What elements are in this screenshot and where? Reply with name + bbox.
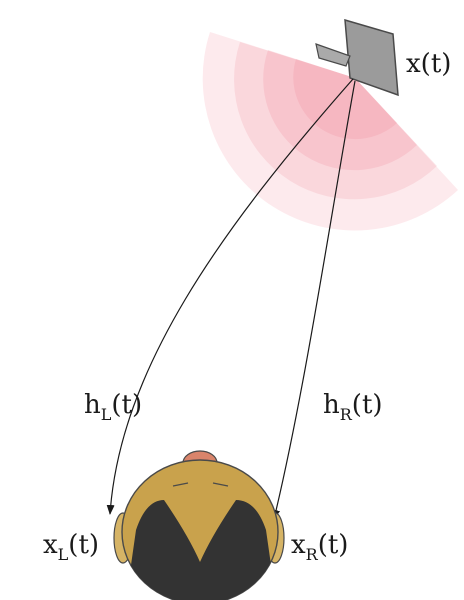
x-left-main: x [43, 530, 58, 560]
left-path-arrow [106, 78, 354, 515]
brow-left [172, 482, 189, 487]
hair [126, 500, 276, 600]
h-right-label: hR(t) [323, 390, 383, 424]
h-left-main: h [84, 390, 101, 420]
sound-wave-ring-4 [293, 59, 397, 140]
x-right-arg: (t) [318, 530, 349, 560]
x-left-sub: L [58, 545, 69, 564]
listener-head-icon [113, 450, 285, 600]
h-right-main: h [323, 390, 340, 420]
source-label-arg: (t) [421, 49, 452, 79]
x-right-main: x [291, 530, 306, 560]
loudspeaker-icon [315, 18, 399, 97]
source-label: x(t) [406, 49, 451, 79]
x-left-arg: (t) [68, 530, 99, 560]
h-right-sub: R [340, 405, 353, 424]
brow-right [212, 482, 229, 487]
right-path-arrow [272, 80, 356, 520]
h-left-label: hL(t) [84, 390, 142, 424]
x-right-label: xR(t) [291, 530, 348, 564]
x-left-label: xL(t) [43, 530, 99, 564]
source-label-main: x [406, 49, 421, 79]
h-left-sub: L [101, 405, 112, 424]
h-right-arg: (t) [352, 390, 383, 420]
sound-wave-ring-3 [263, 50, 417, 171]
speaker-body [315, 43, 351, 67]
sound-wave-ring-1 [202, 32, 458, 231]
x-right-sub: R [306, 545, 319, 564]
h-left-arg: (t) [111, 390, 142, 420]
